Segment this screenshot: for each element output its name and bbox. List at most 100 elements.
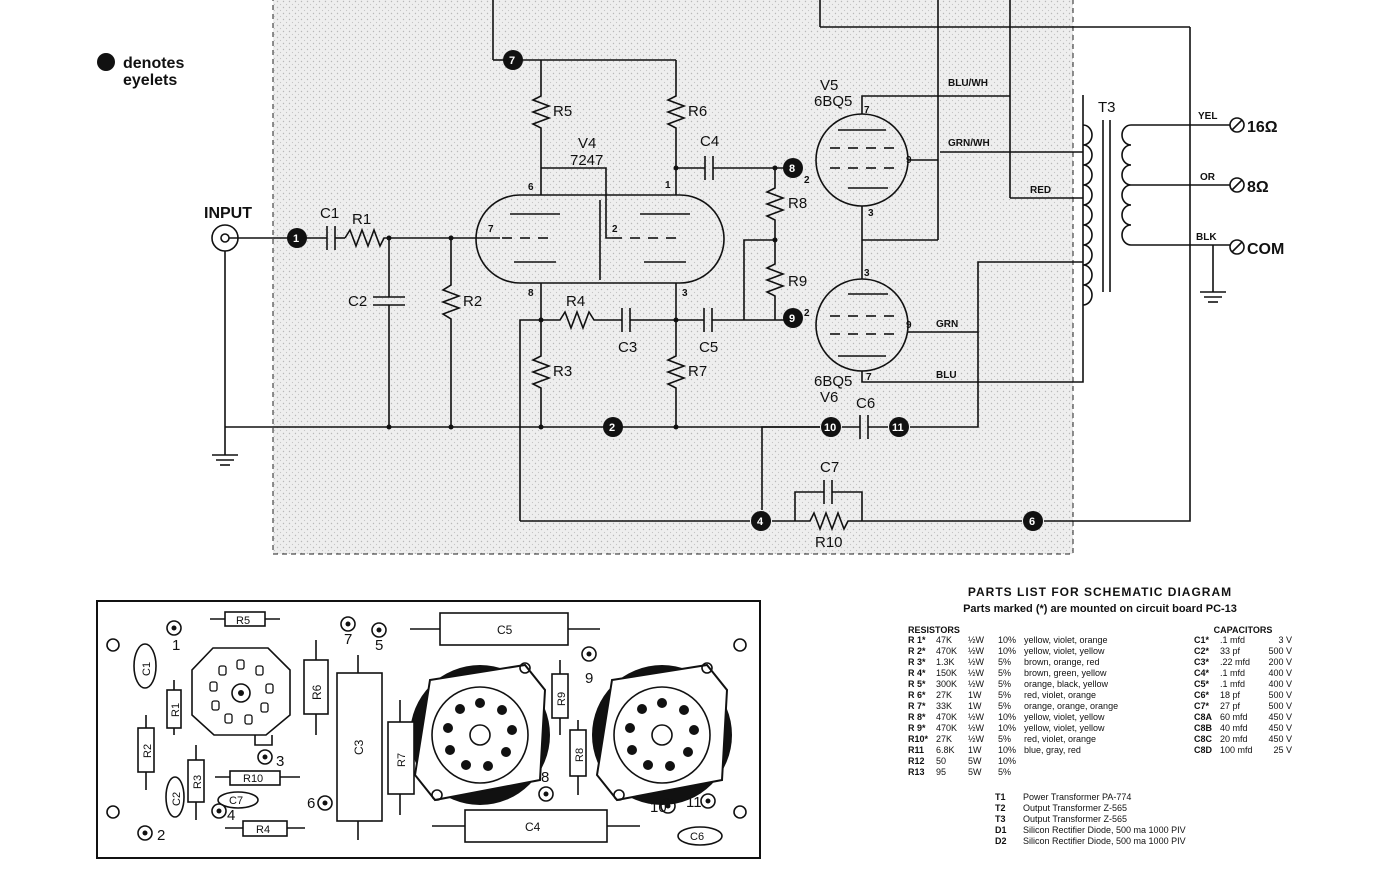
resistor-value: 150K xyxy=(936,668,958,678)
misc-part-id: T1 xyxy=(995,792,1006,802)
svg-text:R4: R4 xyxy=(256,824,270,836)
svg-text:R8: R8 xyxy=(574,748,586,762)
svg-text:T3: T3 xyxy=(1098,99,1116,116)
capacitor-id: C8D xyxy=(1194,745,1213,755)
resistor-value: 1.3K xyxy=(936,657,955,667)
capacitor-value: .1 mfd xyxy=(1220,668,1246,678)
svg-text:R5: R5 xyxy=(236,615,250,627)
node-8: 8 xyxy=(783,158,803,178)
capacitor-value: 18 pf xyxy=(1220,690,1241,700)
resistor-value: 95 xyxy=(936,767,947,777)
resistor-id: R 3* xyxy=(908,657,926,667)
resistor-wattage: ½W xyxy=(968,723,985,733)
svg-text:3: 3 xyxy=(868,208,874,219)
input-label: INPUT xyxy=(204,205,252,222)
svg-text:GRN/WH: GRN/WH xyxy=(948,138,990,149)
svg-text:7: 7 xyxy=(866,372,872,383)
capacitor-c7: C7 xyxy=(794,459,863,521)
capacitor-id: C8B xyxy=(1194,723,1213,733)
resistor-wattage: ½W xyxy=(968,646,985,656)
svg-text:6: 6 xyxy=(1029,516,1035,528)
svg-text:OR: OR xyxy=(1200,172,1216,183)
svg-text:C1: C1 xyxy=(141,662,153,676)
resistor-color-code: orange, orange, orange xyxy=(1024,701,1119,711)
svg-text:6: 6 xyxy=(528,182,534,193)
capacitor-voltage: 450 V xyxy=(1268,712,1292,722)
svg-text:9: 9 xyxy=(585,670,593,687)
capacitor-value: .22 mfd xyxy=(1220,657,1251,667)
output-transformer-t3: T3 xyxy=(1082,99,1132,306)
svg-text:3: 3 xyxy=(276,753,284,770)
resistor-r5: R5 xyxy=(530,60,572,195)
node-1: 1 xyxy=(287,228,307,248)
resistor-value: 33K xyxy=(936,701,953,711)
resistor-value: 300K xyxy=(936,679,958,689)
tube-v4: V4 7247 7 6 8 2 1 3 xyxy=(475,135,725,299)
svg-text:R10: R10 xyxy=(243,773,263,785)
resistor-value: 47K xyxy=(936,635,953,645)
node-10: 10 xyxy=(821,417,841,437)
resistor-tolerance: 10% xyxy=(998,745,1017,755)
resistor-value: 470K xyxy=(936,723,958,733)
capacitor-c4: C4 xyxy=(673,133,784,180)
node-7: 7 xyxy=(503,50,523,70)
capacitor-voltage: 25 V xyxy=(1273,745,1292,755)
capacitor-id: C2* xyxy=(1194,646,1210,656)
resistor-wattage: ½W xyxy=(968,657,985,667)
capacitor-voltage: 400 V xyxy=(1268,668,1292,678)
capacitor-voltage: 3 V xyxy=(1278,635,1292,645)
resistor-tolerance: 5% xyxy=(998,690,1012,700)
svg-text:6BQ5: 6BQ5 xyxy=(814,93,852,110)
resistor-id: R 7* xyxy=(908,701,926,711)
legend-line-2: eyelets xyxy=(123,72,177,89)
capacitor-c6: C6 xyxy=(842,395,888,439)
resistor-r7: R7 xyxy=(665,320,707,427)
resistor-color-code: orange, black, yellow xyxy=(1024,679,1109,689)
svg-text:9: 9 xyxy=(789,313,795,325)
svg-text:R1: R1 xyxy=(170,703,182,717)
svg-text:8: 8 xyxy=(528,288,534,299)
resistor-r8: R8 xyxy=(764,168,807,240)
capacitor-voltage: 200 V xyxy=(1268,657,1292,667)
capacitor-id: C8C xyxy=(1194,734,1213,744)
resistor-wattage: ½W xyxy=(968,635,985,645)
svg-text:4: 4 xyxy=(757,516,764,528)
capacitor-voltage: 450 V xyxy=(1268,734,1292,744)
svg-text:C5: C5 xyxy=(699,339,718,356)
resistor-value: 470K xyxy=(936,712,958,722)
output-terminals: 16Ω 8Ω COM xyxy=(1229,117,1284,258)
resistor-tolerance: 10% xyxy=(998,635,1017,645)
svg-text:10: 10 xyxy=(824,422,836,434)
parts-list-title: PARTS LIST FOR SCHEMATIC DIAGRAM xyxy=(967,585,1233,599)
resistor-id: R10* xyxy=(908,734,929,744)
input-jack: INPUT xyxy=(204,205,288,466)
svg-text:R9: R9 xyxy=(556,692,568,706)
misc-part-desc: Output Transformer Z-565 xyxy=(1023,814,1128,824)
svg-text:YEL: YEL xyxy=(1198,111,1217,122)
node-6: 6 xyxy=(1023,511,1043,531)
node-9: 9 xyxy=(783,308,803,328)
svg-text:R3: R3 xyxy=(192,775,204,789)
resistor-id: R 2* xyxy=(908,646,926,656)
svg-text:3: 3 xyxy=(864,268,870,279)
capacitor-row: C8C 20 mfd 450 V xyxy=(1194,734,1292,745)
pc-board-layout: R5 C5 C1 R1 R6 C3 R9 R2 C2 R3 R10 C7 R7 … xyxy=(96,600,761,859)
node-4: 4 xyxy=(751,511,771,531)
svg-text:1: 1 xyxy=(665,180,671,191)
resistor-color-code: brown, orange, red xyxy=(1024,657,1100,667)
capacitor-id: C4* xyxy=(1194,668,1210,678)
svg-text:C6: C6 xyxy=(690,831,704,843)
capacitor-value: 20 mfd xyxy=(1220,734,1248,744)
svg-text:2: 2 xyxy=(612,224,618,235)
